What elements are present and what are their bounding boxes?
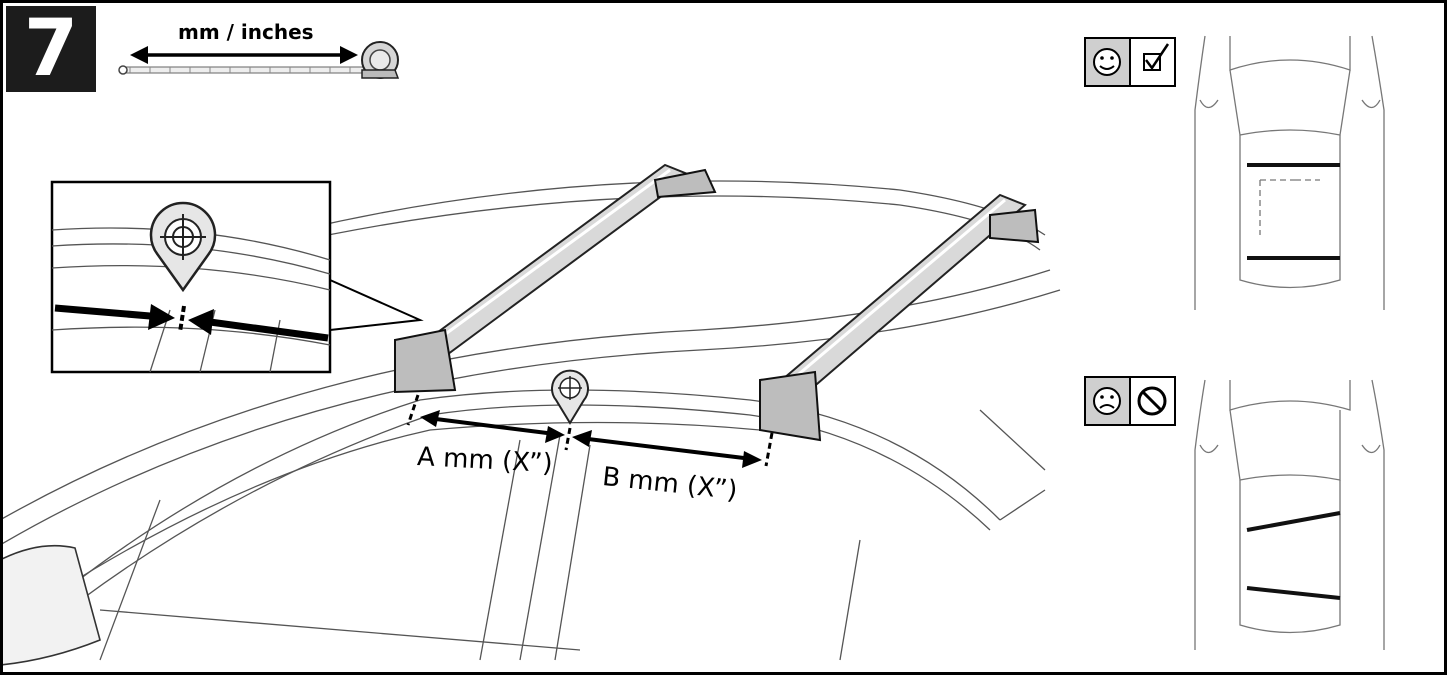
center-pin-icon: [551, 369, 589, 425]
prohibited-icon: [1137, 386, 1167, 416]
roof-bar-rear: [759, 193, 1040, 442]
top-view-bars-incorrect: [1246, 511, 1341, 600]
dimension-arrow-b: [572, 430, 762, 468]
zoom-callout: [50, 180, 424, 374]
sad-face-icon: [1093, 387, 1121, 415]
measuring-tape-icon: [118, 41, 400, 79]
car-roof-outline: [3, 180, 1061, 666]
checked-box-icon: [1143, 43, 1170, 71]
top-view-car-incorrect: [1194, 379, 1385, 650]
smiley-face-icon: [1093, 48, 1121, 76]
zoom-pin-icon: [149, 201, 217, 293]
measure-markers: [406, 394, 774, 467]
correct-badge: [1084, 37, 1176, 87]
roof-bar-front: [394, 163, 717, 394]
top-view-bars-correct: [1247, 163, 1340, 260]
measure-units-label: mm / inches: [178, 20, 314, 44]
top-view-car-correct: [1194, 35, 1385, 310]
incorrect-badge: [1084, 376, 1176, 426]
step-number-box: [6, 6, 96, 92]
step-number: 7: [23, 4, 79, 94]
dimension-arrow-a: [420, 410, 565, 443]
